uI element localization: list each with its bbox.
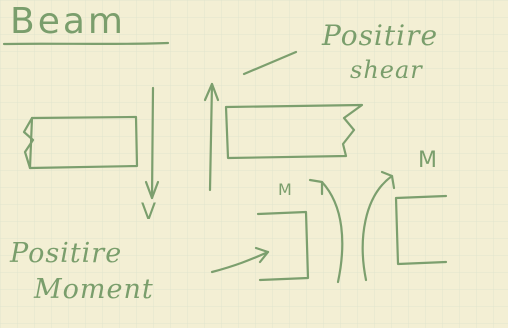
positive-shear-label-line2: shear bbox=[350, 56, 423, 84]
shear-beam-right-segment bbox=[224, 103, 364, 160]
positive-moment-label-line2: Moment bbox=[34, 274, 154, 305]
page-title: Beam bbox=[10, 1, 126, 42]
positive-shear-label-line1: Positire bbox=[322, 19, 439, 52]
moment-symbol-right-label: M bbox=[418, 148, 438, 173]
moment-right-curved-arrow bbox=[361, 170, 396, 282]
title-underline bbox=[2, 41, 170, 46]
moment-left-segment bbox=[256, 210, 310, 282]
positive-moment-label-line1: Positire bbox=[10, 238, 123, 269]
moment-left-curved-arrow bbox=[308, 178, 344, 284]
shear-symbol-label: V bbox=[141, 200, 158, 225]
moment-right-segment bbox=[394, 194, 448, 266]
shear-label-pointer-line bbox=[242, 50, 298, 76]
shear-down-arrow-v bbox=[144, 86, 160, 200]
moment-symbol-left-label: M bbox=[278, 180, 293, 199]
moment-pointer-arrow bbox=[210, 246, 270, 274]
shear-beam-left-segment bbox=[22, 115, 139, 170]
shear-up-arrow bbox=[203, 82, 220, 192]
